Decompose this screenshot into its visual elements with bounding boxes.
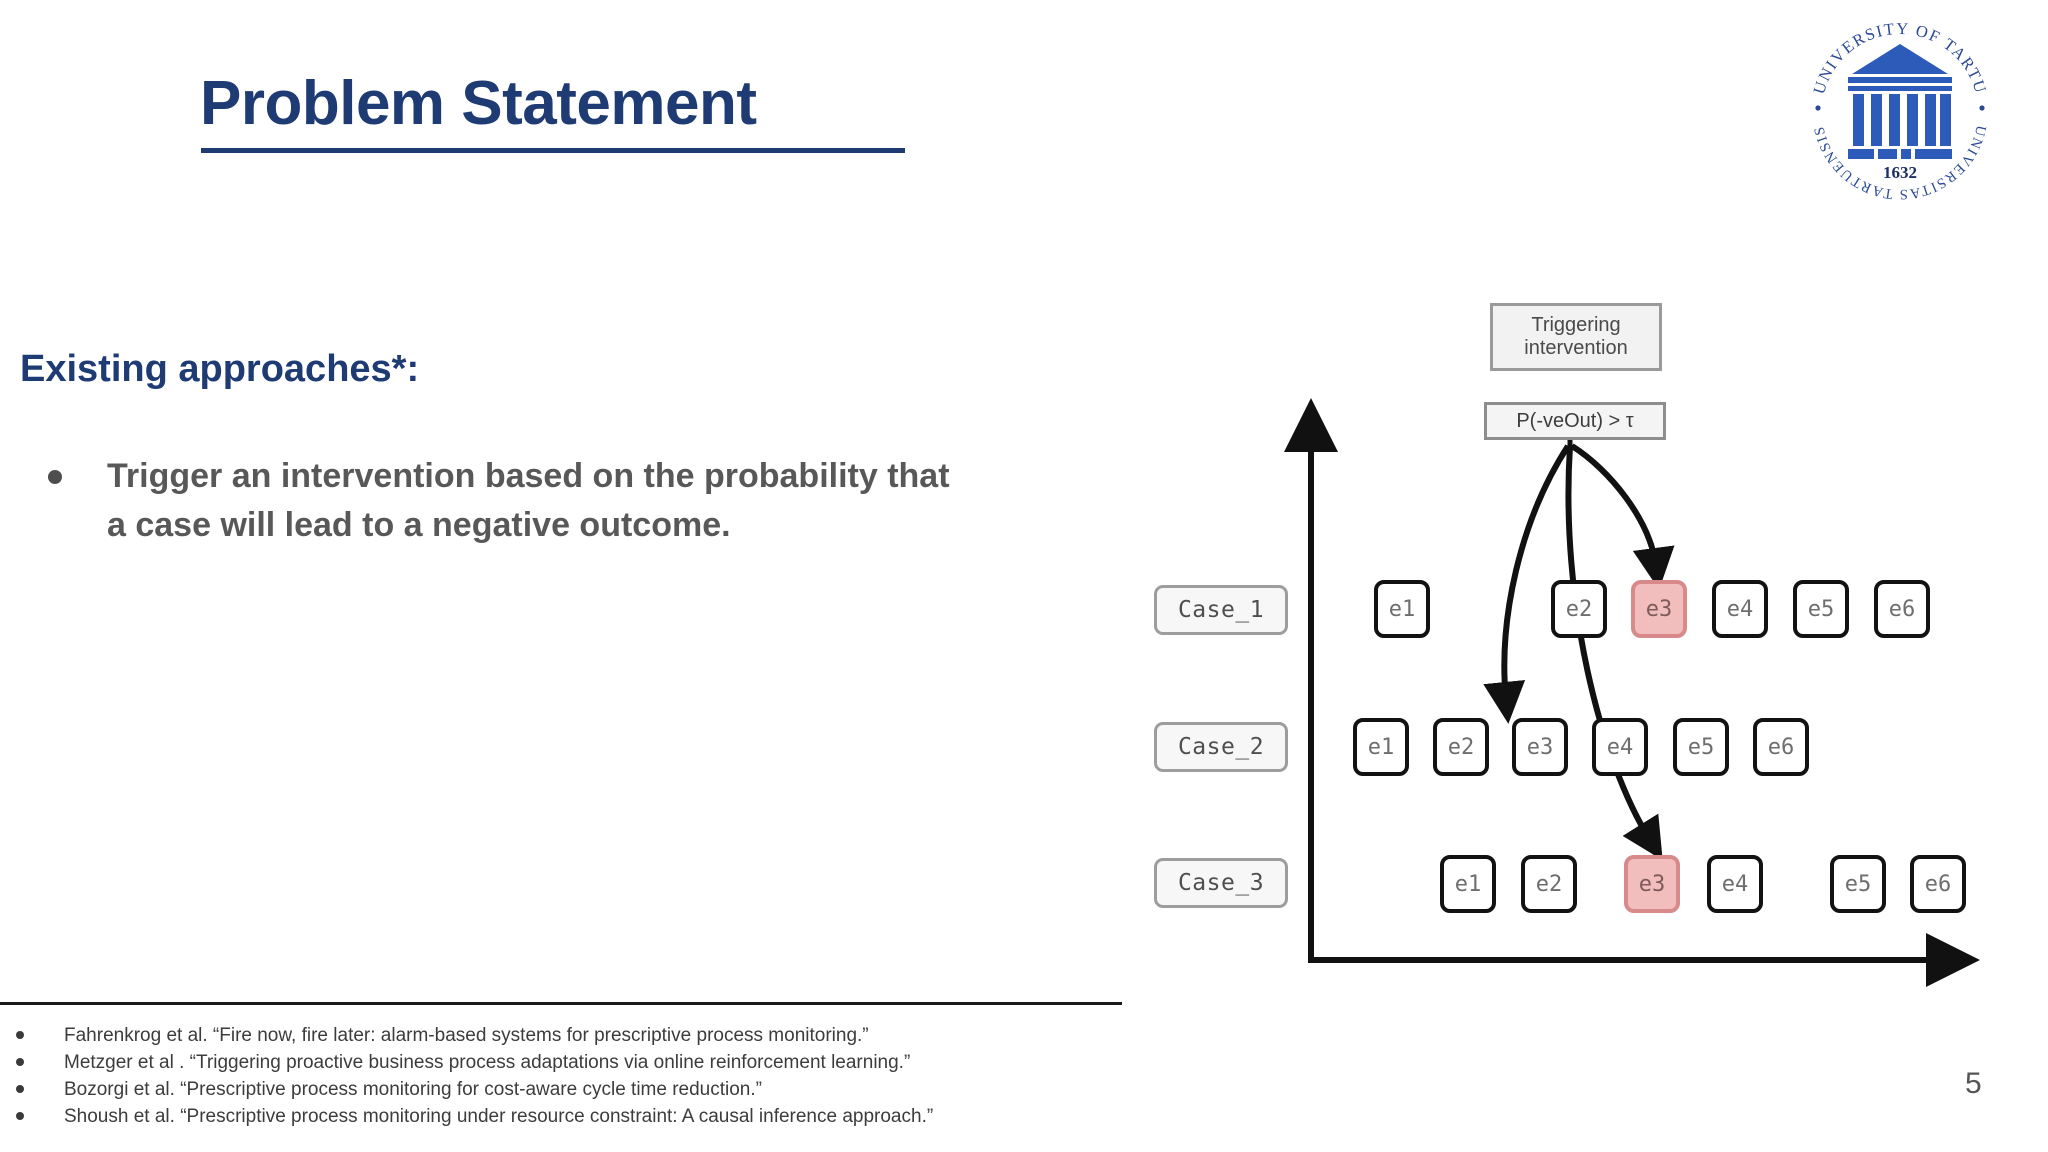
event-box-c3-e6: e6 [1910, 855, 1966, 913]
bullet-text: Trigger an intervention based on the pro… [107, 457, 950, 545]
footnote-text: Bozorgi et al. “Prescriptive process mon… [64, 1079, 762, 1100]
footnote-item: Metzger et al . “Triggering proactive bu… [8, 1049, 1138, 1076]
footnote-text: Metzger et al . “Triggering proactive bu… [64, 1052, 911, 1073]
event-box-c1-e5: e5 [1793, 580, 1849, 638]
page-number: 5 [1965, 1067, 1982, 1100]
event-box-c3-e3: e3 [1624, 855, 1680, 913]
trigger-line-1: Triggering [1531, 314, 1621, 336]
footnote-bullet-icon [16, 1031, 24, 1039]
event-box-c3-e1: e1 [1440, 855, 1496, 913]
footnote-divider [0, 1002, 1122, 1005]
footnote-item: Bozorgi et al. “Prescriptive process mon… [8, 1076, 1138, 1103]
case-label-1: Case_1 [1154, 585, 1288, 635]
page-title: Problem Statement [200, 69, 757, 138]
event-box-c2-e4: e4 [1592, 718, 1648, 776]
bullet-dot-icon [48, 470, 62, 484]
event-box-c3-e2: e2 [1521, 855, 1577, 913]
footnote-bullet-icon [16, 1058, 24, 1066]
svg-text:1632: 1632 [1883, 163, 1917, 182]
footnote-text: Shoush et al. “Prescriptive process moni… [64, 1106, 934, 1127]
event-box-c2-e3: e3 [1512, 718, 1568, 776]
event-box-c1-e6: e6 [1874, 580, 1930, 638]
event-box-c3-e4: e4 [1707, 855, 1763, 913]
case-label-2: Case_2 [1154, 722, 1288, 772]
section-heading: Existing approaches*: [20, 348, 420, 390]
footnote-bullet-icon [16, 1085, 24, 1093]
university-of-tartu-logo: UNIVERSITY OF TARTU UNIVERSITAS TARTUENS… [1796, 8, 2004, 203]
bullet-item: Trigger an intervention based on the pro… [48, 452, 978, 551]
trigger-line-2: intervention [1524, 337, 1628, 359]
footnote-bullet-icon [16, 1112, 24, 1120]
footnote-item: Shoush et al. “Prescriptive process moni… [8, 1103, 1138, 1130]
case-label-3: Case_3 [1154, 858, 1288, 908]
event-box-c1-e4: e4 [1712, 580, 1768, 638]
footnote-list: Fahrenkrog et al. “Fire now, fire later:… [8, 1022, 1138, 1130]
event-box-c2-e5: e5 [1673, 718, 1729, 776]
event-box-c2-e6: e6 [1753, 718, 1809, 776]
event-box-c3-e5: e5 [1830, 855, 1886, 913]
event-box-c1-e1: e1 [1374, 580, 1430, 638]
title-underline [201, 148, 905, 153]
footnote-item: Fahrenkrog et al. “Fire now, fire later:… [8, 1022, 1138, 1049]
event-box-c2-e2: e2 [1433, 718, 1489, 776]
event-box-c1-e3: e3 [1631, 580, 1687, 638]
triggering-intervention-box: Triggering intervention [1490, 303, 1662, 371]
footnote-text: Fahrenkrog et al. “Fire now, fire later:… [64, 1025, 869, 1046]
event-box-c2-e1: e1 [1353, 718, 1409, 776]
probability-condition-box: P(-veOut) > τ [1484, 402, 1666, 440]
event-box-c1-e2: e2 [1551, 580, 1607, 638]
